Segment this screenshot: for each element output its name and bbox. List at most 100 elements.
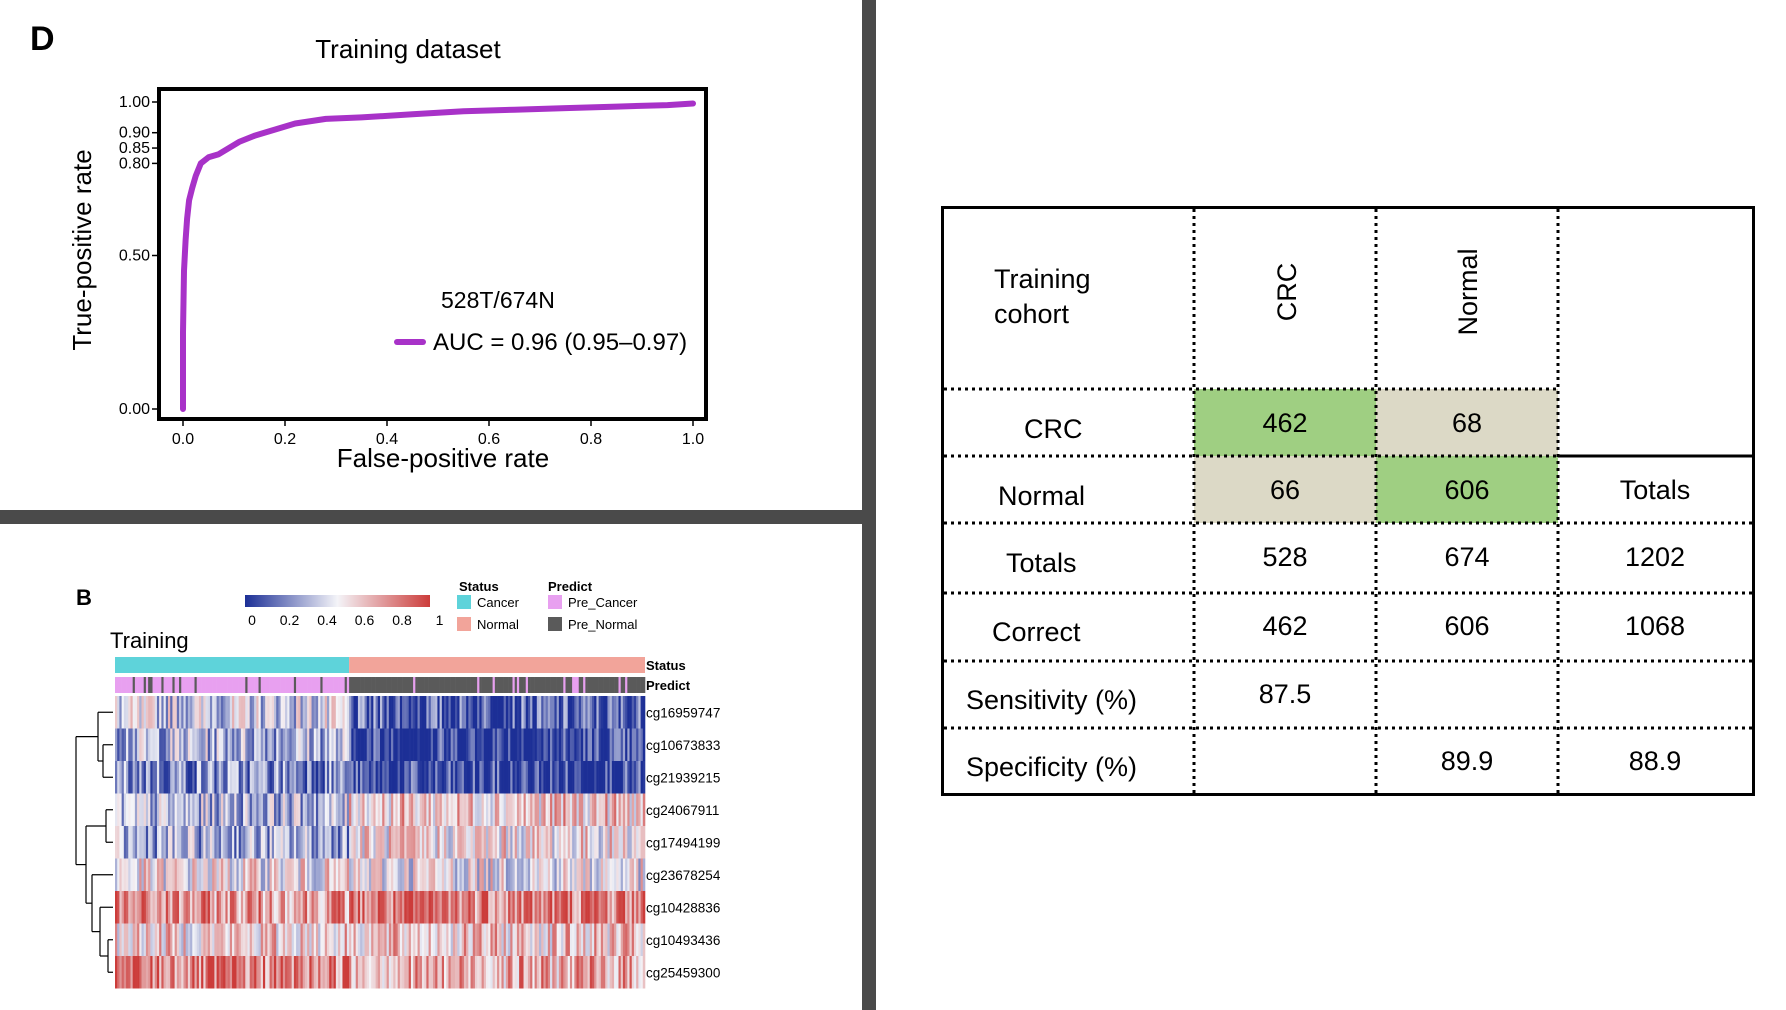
heatmap-cell	[362, 793, 365, 826]
heatmap-cell	[285, 858, 288, 891]
heatmap-cell	[201, 761, 204, 794]
heatmap-cell	[550, 728, 553, 761]
heatmap-cell	[459, 793, 463, 826]
heatmap-cell	[614, 728, 617, 761]
heatmap-cell	[428, 923, 432, 956]
heatmap-cell	[558, 793, 562, 826]
heatmap-cell	[346, 923, 350, 956]
heatmap-cell	[583, 761, 586, 794]
heatmap-cell	[368, 728, 372, 761]
heatmap-cell	[333, 728, 337, 761]
heatmap-cell	[351, 923, 354, 956]
heatmap-cell	[311, 858, 315, 891]
predict-cell	[371, 677, 374, 693]
heatmap-cell	[426, 826, 429, 859]
heatmap-cell	[483, 728, 487, 761]
heatmap-cell	[214, 826, 217, 859]
heatmap-cell	[576, 728, 580, 761]
heatmap-cell	[413, 923, 416, 956]
heatmap-cell	[296, 858, 299, 891]
heatmap-cell	[415, 891, 418, 924]
heatmap-cell	[218, 793, 222, 826]
heatmap-cell	[532, 826, 535, 859]
heatmap-cell	[468, 858, 471, 891]
heatmap-cell	[192, 826, 195, 859]
predict-cell	[276, 677, 279, 693]
heatmap-cell	[492, 793, 496, 826]
heatmap-cell	[271, 793, 275, 826]
heatmap-cell	[335, 793, 339, 826]
heatmap-cell	[625, 728, 628, 761]
heatmap-cell	[536, 923, 540, 956]
predict-cell	[229, 677, 233, 693]
heatmap-cell	[271, 923, 275, 956]
heatmap-cell	[444, 891, 447, 924]
heatmap-cell	[563, 761, 566, 794]
heatmap-cell	[203, 761, 206, 794]
heatmap-cell	[293, 728, 297, 761]
predict-cell	[134, 677, 138, 693]
heatmap-cell	[203, 728, 206, 761]
heatmap-cell	[300, 761, 304, 794]
heatmap-cell	[430, 728, 434, 761]
heatmap-cell	[154, 728, 158, 761]
predict-cell	[115, 677, 118, 693]
roc-title: Training dataset	[315, 34, 501, 64]
legend-pre-cancer-swatch	[548, 595, 562, 609]
heatmap-cell	[340, 728, 343, 761]
heatmap-cell	[596, 923, 599, 956]
predict-cell	[163, 677, 167, 693]
predict-cell	[245, 677, 248, 693]
heatmap-cell	[589, 696, 593, 729]
heatmap-cell	[181, 793, 184, 826]
heatmap-cell	[260, 956, 264, 989]
heatmap-cell	[159, 956, 162, 989]
heatmap-cell	[543, 956, 546, 989]
heatmap-cell	[439, 826, 443, 859]
heatmap-cell	[611, 728, 615, 761]
heatmap-cell	[410, 956, 414, 989]
heatmap-cell	[450, 761, 454, 794]
heatmap-cell	[501, 858, 504, 891]
heatmap-cell	[391, 761, 394, 794]
cm-cell-crc-normal	[1376, 389, 1558, 456]
heatmap-cell	[302, 761, 306, 794]
heatmap-cell	[510, 891, 513, 924]
legend-status-title: Status	[459, 579, 499, 594]
heatmap-cell	[625, 858, 628, 891]
heatmap-cell	[419, 761, 423, 794]
heatmap-cell	[481, 793, 485, 826]
heatmap-cell	[274, 858, 277, 891]
roc-x-label: False-positive rate	[337, 443, 549, 473]
heatmap-cell	[258, 858, 262, 891]
heatmap-cell	[201, 956, 204, 989]
predict-cell	[302, 677, 306, 693]
heatmap-cell	[223, 826, 226, 859]
heatmap-cell	[455, 793, 458, 826]
predict-cell	[320, 677, 323, 693]
heatmap-cell	[382, 761, 385, 794]
heatmap-cell	[258, 956, 262, 989]
heatmap-cell	[368, 923, 372, 956]
heatmap-cell	[622, 761, 626, 794]
heatmap-cell	[289, 923, 292, 956]
heatmap-cell	[291, 761, 295, 794]
heatmap-cell	[508, 956, 511, 989]
heatmap-cell	[397, 858, 401, 891]
heatmap-cell	[406, 793, 410, 826]
heatmap-cell	[201, 793, 204, 826]
heatmap-cell	[121, 761, 125, 794]
heatmap-cell	[461, 761, 465, 794]
heatmap-cell	[338, 956, 341, 989]
heatmap-cell	[428, 761, 432, 794]
heatmap-cell	[322, 826, 326, 859]
heatmap-cell	[377, 728, 381, 761]
heatmap-cell	[437, 728, 440, 761]
predict-cell	[426, 677, 429, 693]
heatmap-cell	[395, 793, 398, 826]
heatmap-cell	[532, 891, 535, 924]
heatmap-cell	[287, 696, 290, 729]
predict-cell	[483, 677, 487, 693]
heatmap-cell	[168, 923, 171, 956]
heatmap-cell	[360, 858, 363, 891]
